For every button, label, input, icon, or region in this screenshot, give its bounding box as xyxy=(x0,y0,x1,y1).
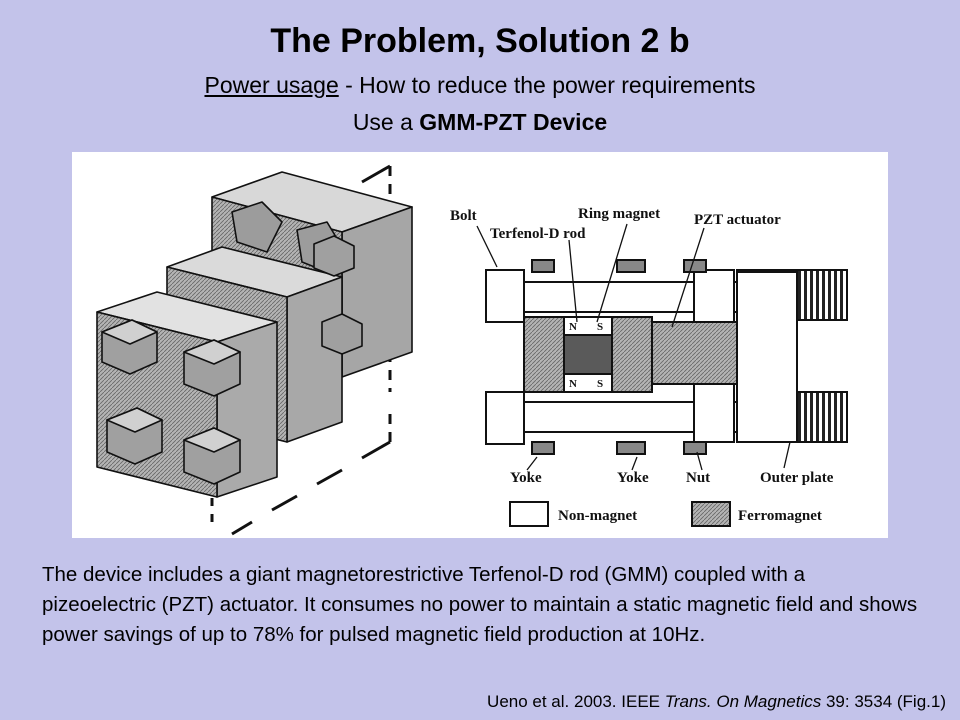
label-terfenol-rod: Terfenol-D rod xyxy=(490,226,586,242)
citation-suffix: 39: 3534 (Fig.1) xyxy=(821,692,946,711)
legend-non-magnet-label: Non-magnet xyxy=(558,508,637,524)
label-s-top: S xyxy=(597,321,603,333)
label-outer-plate: Outer plate xyxy=(760,470,834,486)
legend-ferromagnet-swatch xyxy=(691,501,731,527)
legend-non-magnet-swatch xyxy=(509,501,549,527)
label-ring-magnet: Ring magnet xyxy=(578,206,660,222)
label-yoke-right: Yoke xyxy=(617,470,649,486)
label-yoke-left: Yoke xyxy=(510,470,542,486)
label-pzt-actuator: PZT actuator xyxy=(694,212,781,228)
device-line: Use a GMM-PZT Device xyxy=(0,109,960,136)
isometric-device-drawing xyxy=(96,164,413,536)
cross-section-schematic xyxy=(476,223,848,527)
device-name: GMM-PZT Device xyxy=(419,109,608,135)
citation-prefix: Ueno et al. 2003. IEEE xyxy=(487,692,665,711)
slide-title: The Problem, Solution 2 b xyxy=(270,22,690,60)
subtitle-rest: - How to reduce the power requirements xyxy=(338,72,756,98)
label-bolt: Bolt xyxy=(450,208,477,224)
label-n-bottom: N xyxy=(569,378,577,390)
subtitle-topic: Power usage xyxy=(204,72,339,98)
subtitle: Power usage - How to reduce the power re… xyxy=(0,72,960,99)
device-diagram: Bolt Ring magnet Terfenol-D rod PZT actu… xyxy=(96,164,848,536)
device-description: The device includes a giant magnetorestr… xyxy=(42,563,918,646)
citation-journal: Trans. On Magnetics xyxy=(664,692,822,711)
device-line-prefix: Use a xyxy=(352,109,420,135)
device-figure: Bolt Ring magnet Terfenol-D rod PZT actu… xyxy=(72,152,888,538)
label-n-top: N xyxy=(569,321,577,333)
label-nut: Nut xyxy=(686,470,710,486)
label-s-bottom: S xyxy=(597,378,603,390)
legend-ferromagnet-label: Ferromagnet xyxy=(738,508,822,524)
citation: Ueno et al. 2003. IEEE Trans. On Magneti… xyxy=(487,692,946,712)
